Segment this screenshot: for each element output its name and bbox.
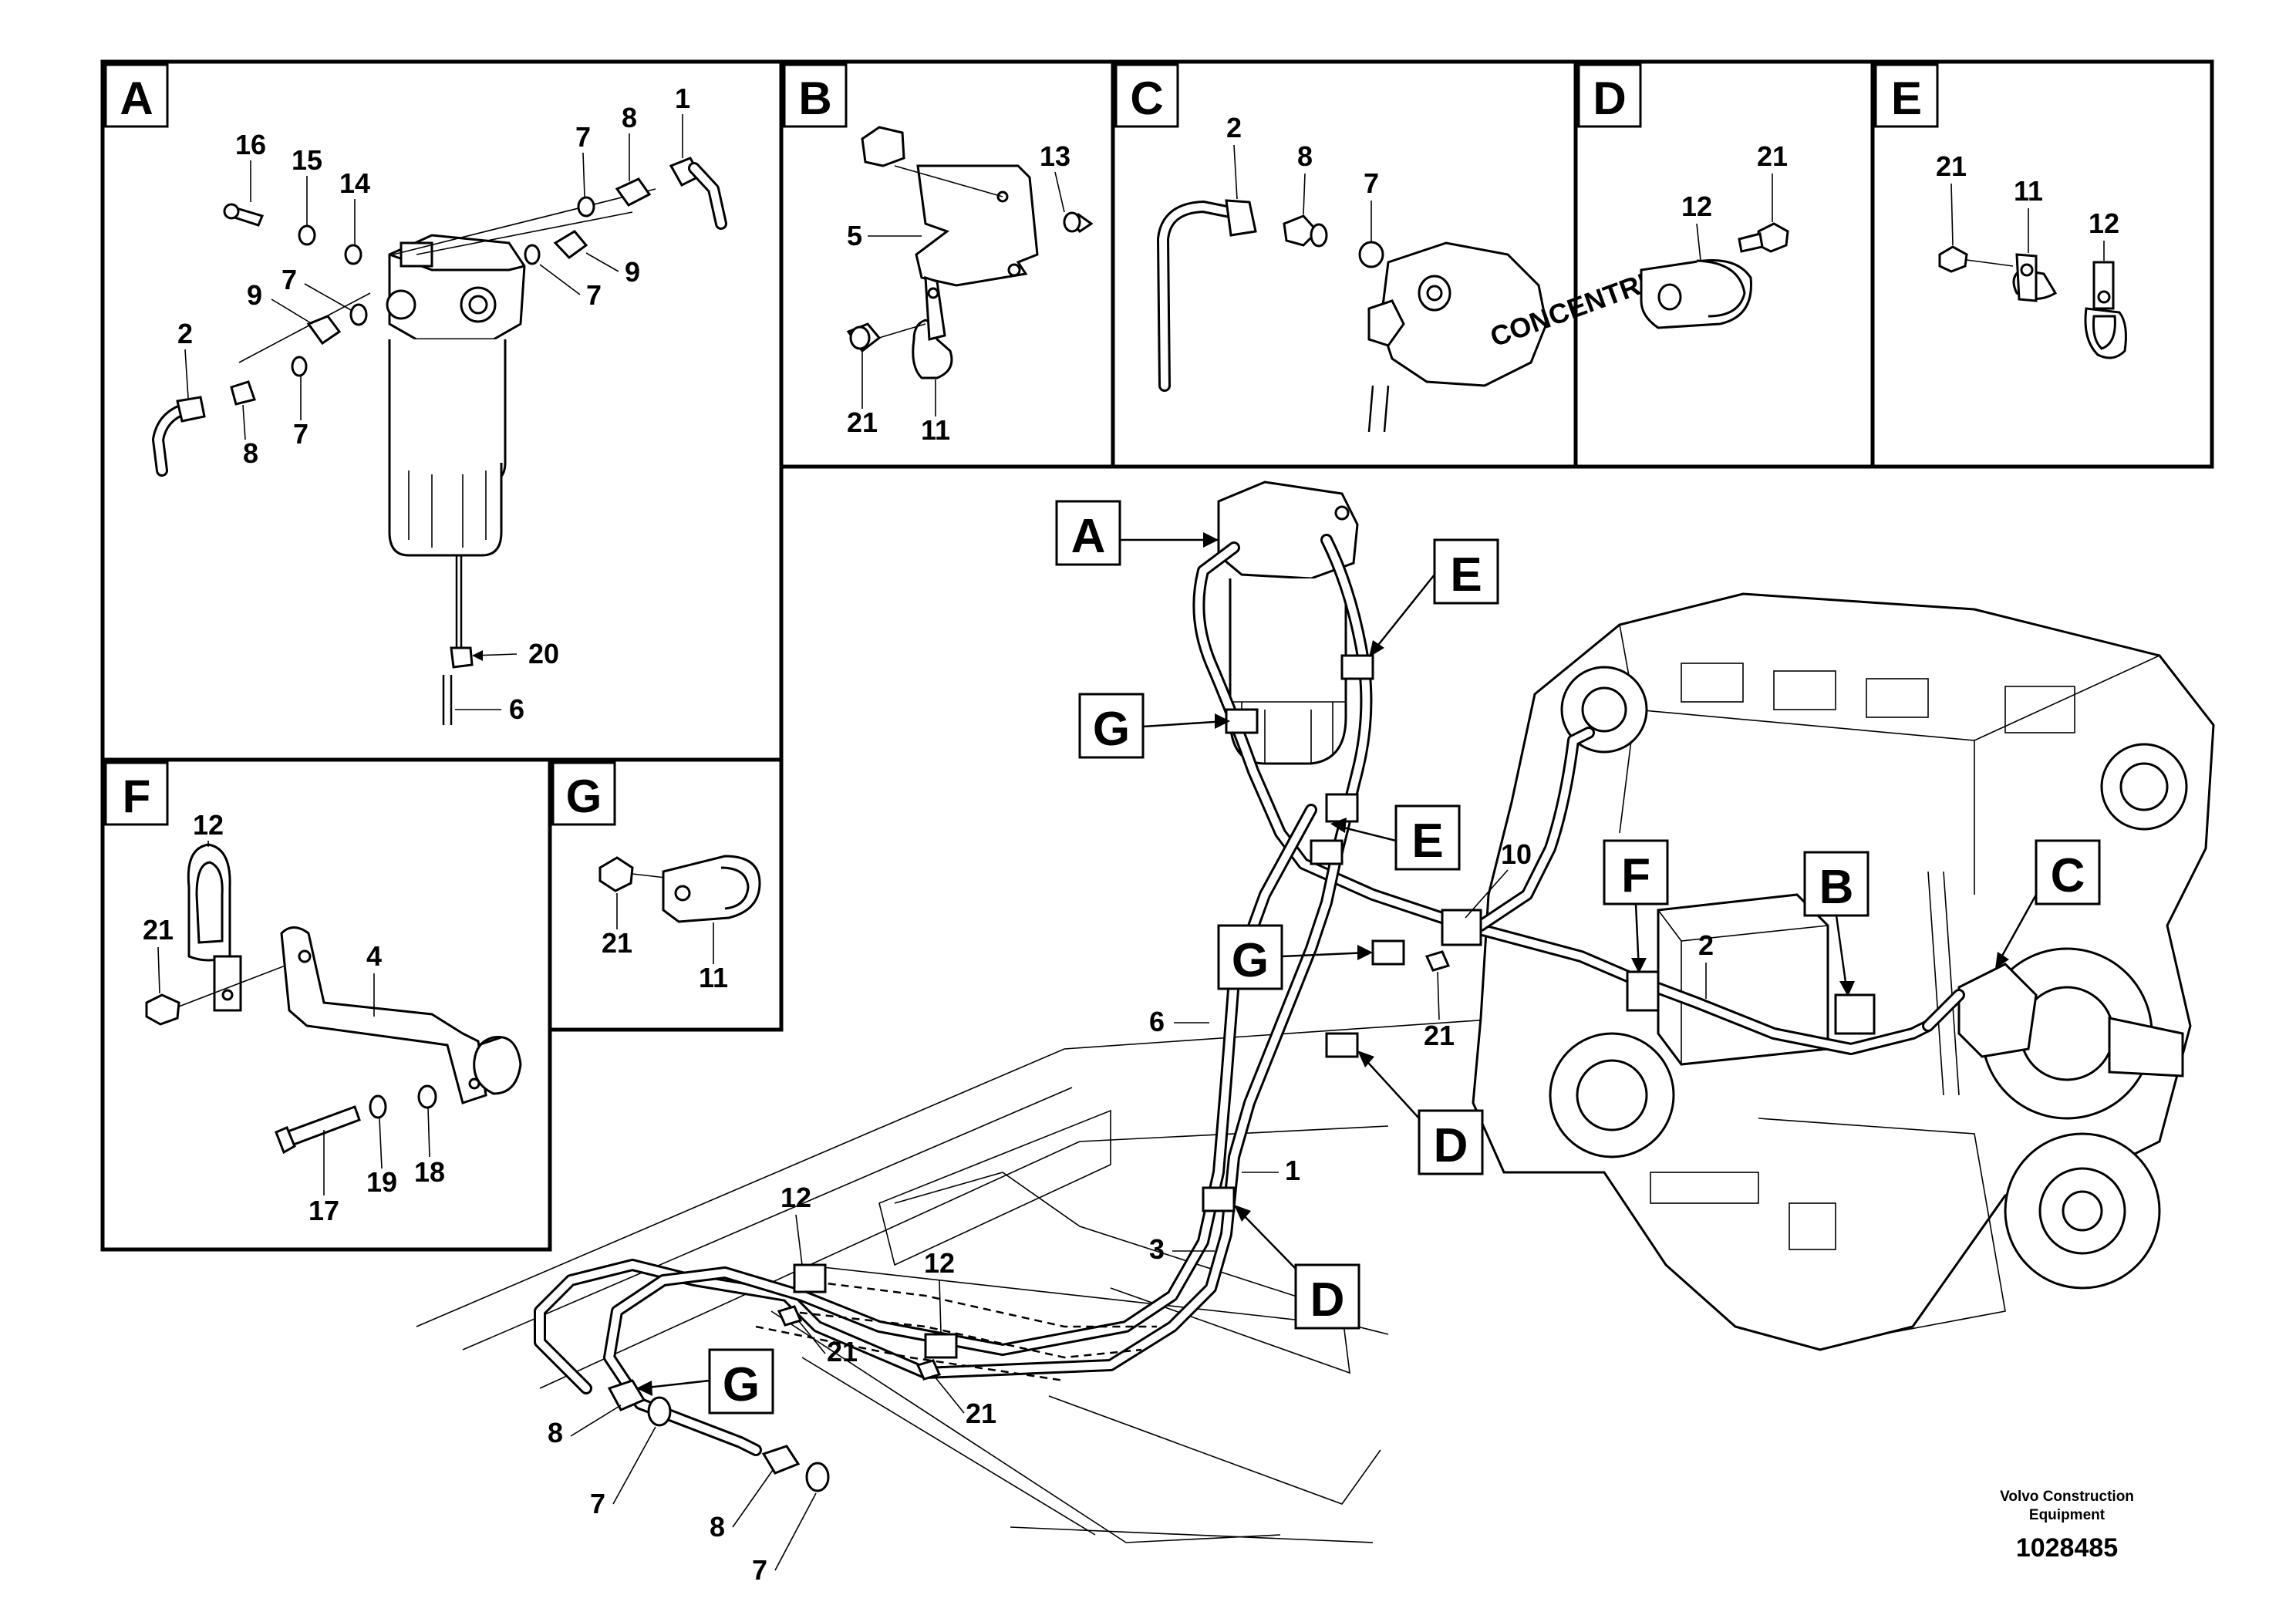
view-label-c: C (2051, 849, 2085, 902)
callout-main-6: 6 (1149, 1006, 1165, 1037)
callout-g-11: 11 (699, 962, 728, 993)
callout-d-12: 12 (1681, 191, 1712, 222)
callout-a-1: 1 (675, 83, 690, 114)
detail-box-a-label: A (120, 73, 153, 124)
credit-line-2: Equipment (2029, 1507, 2106, 1523)
detail-c-callouts: 2 8 7 (1226, 112, 1379, 241)
detail-f-drawing (145, 843, 522, 1155)
callout-main-12-left: 12 (781, 1182, 811, 1213)
detail-b-callouts: 13 5 21 11 (847, 140, 1070, 446)
callout-a-7-top: 7 (575, 121, 591, 153)
callout-c-2: 2 (1226, 112, 1242, 143)
view-label-d-low: D (1310, 1273, 1345, 1327)
callout-a-14: 14 (339, 167, 370, 199)
callout-e-11: 11 (2014, 175, 2043, 207)
callout-a-9-right: 9 (625, 256, 640, 288)
detail-a-callouts: 16 15 14 7 8 1 9 7 9 7 2 8 7 20 6 (177, 83, 690, 725)
callout-g-21: 21 (602, 927, 632, 959)
document-number: 1028485 (2016, 1533, 2118, 1563)
footer: Volvo Construction Equipment 1028485 (2000, 1489, 2134, 1563)
detail-b-drawing (846, 126, 1094, 379)
callout-a-20: 20 (528, 638, 559, 669)
detail-f-callouts: 12 21 4 17 19 18 (143, 809, 445, 1226)
callout-main-8-left: 8 (548, 1417, 563, 1448)
callout-f-19: 19 (366, 1166, 397, 1198)
detail-g-callouts: 21 11 (602, 893, 728, 993)
detail-d-drawing (1640, 222, 1789, 329)
callout-main-7-left: 7 (590, 1488, 605, 1519)
callout-e-21: 21 (1936, 150, 1967, 182)
detail-box-g-frame (548, 757, 784, 1032)
detail-box-e-label: E (1891, 73, 1922, 124)
detail-c-drawing: CONCENTRIC (1157, 199, 1671, 433)
view-label-g-mid: G (1232, 934, 1269, 987)
detail-box-f-label: F (123, 771, 151, 822)
callout-a-8-top: 8 (622, 102, 637, 133)
callout-main-8-right: 8 (710, 1511, 725, 1543)
callout-a-7-left: 7 (282, 264, 297, 295)
main-view-labels: A E G E G F B C D D (636, 500, 2101, 1415)
detail-box-g-label: G (566, 771, 602, 822)
callout-b-11: 11 (921, 414, 950, 446)
callout-a-7-right: 7 (586, 279, 602, 311)
callout-d-21: 21 (1757, 140, 1788, 172)
callout-a-15: 15 (292, 144, 322, 176)
callout-main-21-left: 21 (827, 1336, 858, 1367)
detail-e-callouts: 21 11 12 (1936, 150, 2119, 261)
callout-a-2: 2 (177, 318, 193, 349)
main-view-callouts: 10 2 21 6 1 3 12 12 21 21 8 7 8 7 (548, 838, 1714, 1586)
callout-f-18: 18 (414, 1156, 445, 1188)
callout-f-4: 4 (366, 940, 382, 972)
callout-a-8-bottom: 8 (243, 437, 258, 469)
callout-f-12: 12 (193, 809, 224, 841)
view-label-g-top: G (1093, 703, 1130, 756)
callout-c-7: 7 (1364, 167, 1379, 199)
detail-d-callouts: 21 12 (1681, 140, 1788, 261)
view-label-a: A (1071, 510, 1106, 563)
view-label-e-mid: E (1411, 814, 1443, 868)
callout-b-5: 5 (847, 220, 862, 251)
callout-main-21-engine: 21 (1424, 1020, 1455, 1051)
view-label-f: F (1621, 849, 1650, 902)
callout-b-21: 21 (847, 406, 878, 438)
detail-g-drawing (598, 855, 761, 923)
callout-main-21-right: 21 (966, 1398, 996, 1429)
callout-a-6: 6 (509, 693, 524, 725)
callout-c-8: 8 (1297, 140, 1313, 172)
view-label-g-low: G (723, 1358, 760, 1411)
callout-e-12: 12 (2089, 207, 2119, 239)
detail-frames: A B C D E F G (100, 59, 2214, 1252)
callout-f-17: 17 (308, 1195, 339, 1226)
detail-e-drawing (1938, 245, 2127, 359)
callout-a-7-bottom: 7 (293, 418, 308, 450)
callout-a-16: 16 (235, 129, 266, 160)
view-label-e-top: E (1450, 548, 1482, 602)
callout-main-1: 1 (1285, 1155, 1300, 1186)
callout-f-21: 21 (143, 914, 174, 946)
callout-main-3: 3 (1149, 1233, 1165, 1265)
callout-b-13: 13 (1040, 140, 1070, 172)
credit-line-1: Volvo Construction (2000, 1489, 2134, 1505)
detail-a-drawing (152, 157, 727, 725)
detail-box-c-label: C (1130, 73, 1163, 124)
detail-box-b-label: B (798, 73, 831, 124)
view-label-b: B (1819, 861, 1854, 914)
callout-main-2: 2 (1698, 929, 1714, 961)
detail-box-d-label: D (1593, 73, 1626, 124)
callout-main-7-right: 7 (752, 1554, 767, 1586)
callout-a-9-left: 9 (247, 279, 262, 311)
view-label-d-mid: D (1434, 1119, 1468, 1172)
callout-main-10: 10 (1501, 838, 1532, 870)
callout-main-12-right: 12 (924, 1247, 955, 1279)
detail-box-e-frame (1870, 59, 2214, 469)
